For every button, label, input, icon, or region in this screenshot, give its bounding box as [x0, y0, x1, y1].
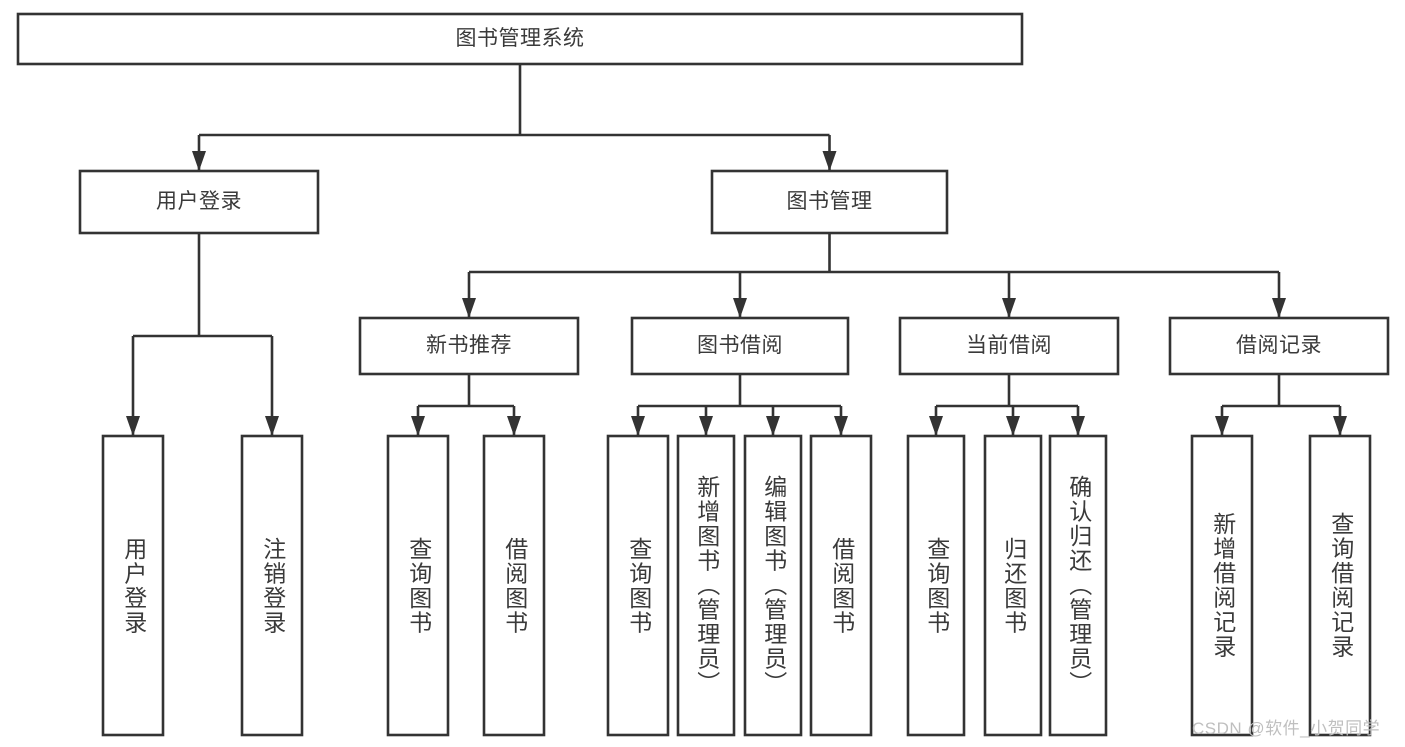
box-layer — [16, 12, 1390, 737]
node-box-l2-recommend[interactable] — [358, 316, 580, 376]
edge-arrow-l1-book-3 — [1272, 298, 1286, 318]
node-box-l3-bor-edit[interactable] — [743, 434, 803, 737]
node-box-l3-cur-return[interactable] — [983, 434, 1043, 737]
edge-arrow-l2-borrow-1 — [699, 416, 713, 436]
node-box-l1-book[interactable] — [710, 169, 949, 235]
edge-arrow-l2-recommend-0 — [411, 416, 425, 436]
edge-arrow-l2-recommend-1 — [507, 416, 521, 436]
edge-arrow-l2-current-2 — [1071, 416, 1085, 436]
edge-arrow-root-0 — [192, 151, 206, 171]
edge-arrow-l2-borrow-2 — [766, 416, 780, 436]
node-box-l3-bor-query[interactable] — [606, 434, 670, 737]
node-box-l3-rec-add[interactable] — [1190, 434, 1254, 737]
edge-arrow-l1-user-0 — [126, 416, 140, 436]
node-box-l3-cur-confirm[interactable] — [1048, 434, 1108, 737]
node-box-l3-cur-query[interactable] — [906, 434, 966, 737]
edge-arrow-l2-record-1 — [1333, 416, 1347, 436]
edge-layer — [126, 64, 1347, 436]
edge-arrow-root-1 — [822, 151, 837, 171]
node-box-l2-borrow[interactable] — [630, 316, 850, 376]
node-box-l3-rec-borrow[interactable] — [482, 434, 546, 737]
edge-arrow-l1-book-1 — [733, 298, 747, 318]
node-box-l3-bor-add[interactable] — [676, 434, 736, 737]
edge-arrow-l2-record-0 — [1215, 416, 1229, 436]
node-box-l3-rec-query2[interactable] — [1308, 434, 1372, 737]
node-box-l3-bor-lend[interactable] — [809, 434, 873, 737]
node-box-l3-user-login[interactable] — [101, 434, 165, 737]
edge-arrow-l2-current-1 — [1006, 416, 1020, 436]
edge-arrow-l2-current-0 — [929, 416, 943, 436]
node-box-l1-user[interactable] — [78, 169, 320, 235]
edge-arrow-l1-user-1 — [265, 416, 279, 436]
edge-arrow-l2-borrow-3 — [834, 416, 848, 436]
node-box-root[interactable] — [16, 12, 1024, 66]
edge-arrow-l2-borrow-0 — [631, 416, 645, 436]
node-box-l2-record[interactable] — [1168, 316, 1390, 376]
node-box-l3-user-logout[interactable] — [240, 434, 304, 737]
edge-arrow-l1-book-0 — [462, 298, 476, 318]
edge-arrow-l1-book-2 — [1002, 298, 1016, 318]
node-box-l3-rec-query[interactable] — [386, 434, 450, 737]
node-box-l2-current[interactable] — [898, 316, 1120, 376]
